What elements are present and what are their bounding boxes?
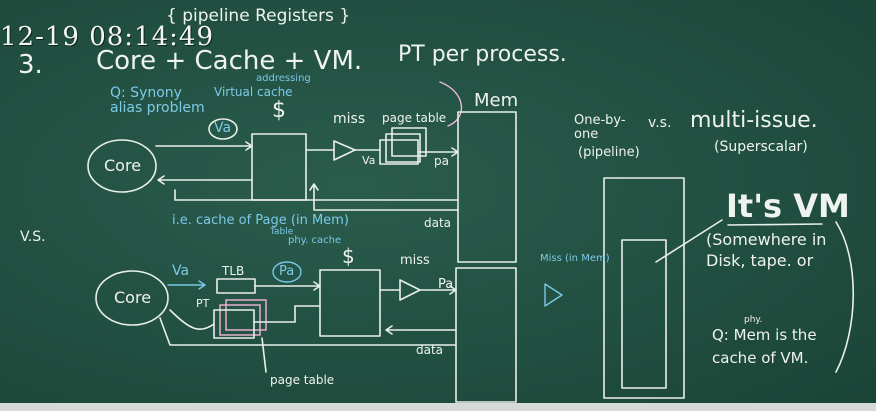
miss-triangle-top <box>333 140 356 161</box>
superscalar-note: (Superscalar) <box>714 139 808 155</box>
pt-stack-back <box>225 299 267 331</box>
mem-block-top <box>457 111 517 263</box>
question-bottom: Q: Mem is the cache of VM. <box>712 326 817 367</box>
heading: Core + Cache + VM. <box>96 46 363 76</box>
pipeline-note: (pipeline) <box>578 145 640 160</box>
vm-inner-box <box>621 239 667 389</box>
core-circle-bottom <box>95 270 169 326</box>
its-vm: It's VM <box>726 187 850 225</box>
top-note: { pipeline Registers } <box>166 6 351 26</box>
tlb-box <box>216 278 256 294</box>
phy-cache-box <box>319 269 381 337</box>
page-table-stack-mid <box>385 133 421 163</box>
pt-label: PT <box>196 297 210 310</box>
arrow-data-to-cache-top <box>309 183 459 211</box>
arrow-tlb-to-cache <box>254 281 321 291</box>
phy-cache-label: phy. cache <box>288 235 342 246</box>
page-table-label-top: page table <box>382 111 447 125</box>
cache-symbol-top: $ <box>272 98 286 123</box>
pt-note: PT per process. <box>398 42 567 67</box>
page-table-bottom: page table <box>270 373 335 387</box>
pa-bottom: Pa <box>438 277 454 292</box>
core-circle-top <box>87 139 157 193</box>
arrow-mem-to-core-bottom <box>385 325 457 335</box>
core-to-mem-bottom-line <box>159 317 457 346</box>
page-table-stack-back <box>391 127 427 157</box>
mem-label: Mem <box>474 90 519 111</box>
data-bottom: data <box>416 343 444 357</box>
miss-in-mem: Miss (in Mem) <box>540 253 610 264</box>
arrow-va-bottom <box>167 280 206 290</box>
pa-circle-label: Pa <box>279 264 295 279</box>
timestamp: 12-19 08:14:49 <box>0 22 214 52</box>
vm-outer-box <box>603 177 685 399</box>
pink-arc <box>439 81 463 127</box>
arrow-miss-to-mem-bottom <box>419 285 457 295</box>
vs-left: V.S. <box>20 229 46 245</box>
mem-block-bottom <box>455 267 517 403</box>
vm-pointer-line <box>655 219 723 263</box>
core-label-bottom: Core <box>114 288 152 307</box>
somewhere-note: (Somewhere in Disk, tape. or <box>706 230 827 270</box>
phy-small: phy. <box>744 315 763 325</box>
miss-label-bottom: miss <box>400 253 430 268</box>
virtual-cache-label: Virtual cache <box>214 85 293 99</box>
pt-pointer-line <box>261 337 267 373</box>
pa-circle-outline <box>272 261 302 283</box>
va-circle-label: Va <box>214 120 232 136</box>
arrow-core-down-to-data <box>174 189 459 201</box>
miss-label-top: miss <box>333 111 366 127</box>
vm-underline <box>727 223 823 226</box>
miss-triangle-bottom <box>399 279 421 301</box>
va-small: Va <box>362 154 376 167</box>
core-label-top: Core <box>104 156 142 175</box>
question-top: Q: Synony alias problem <box>110 85 205 116</box>
va-circle-outline <box>208 118 238 140</box>
miss-in-mem-triangle <box>544 283 563 307</box>
va-bottom: Va <box>172 263 190 279</box>
ie-note: i.e. cache of Page (in Mem) <box>172 213 349 228</box>
item-number: 3. <box>18 50 43 80</box>
core-to-tlb-curve <box>169 309 215 331</box>
table-note: Table <box>270 227 294 237</box>
one-by-one: One-by- one <box>574 113 626 143</box>
arrow-pt-to-cache <box>253 305 321 323</box>
virtual-cache-box <box>251 133 307 201</box>
chalk-ledge <box>0 403 876 411</box>
pt-stack-mid <box>219 304 261 336</box>
pa-top: pa <box>434 154 449 168</box>
bracket-right <box>835 221 855 373</box>
arrow-cache-to-core-top <box>157 175 253 185</box>
addressing-note: addressing <box>256 73 311 84</box>
vs-right: v.s. <box>648 115 672 131</box>
multi-issue: multi-issue. <box>690 108 818 133</box>
data-top: data <box>424 216 452 230</box>
arrow-core-to-cache-top <box>155 141 253 151</box>
cache-symbol-bottom: $ <box>342 244 355 268</box>
tlb-label: TLB <box>222 264 245 278</box>
